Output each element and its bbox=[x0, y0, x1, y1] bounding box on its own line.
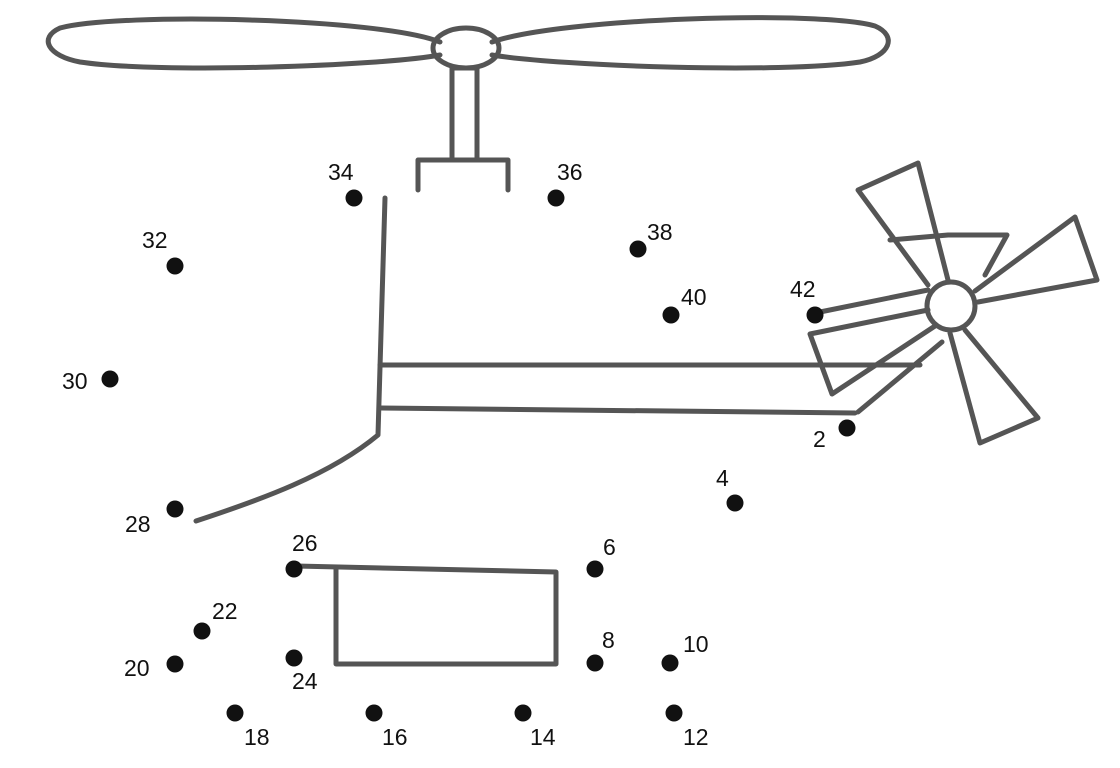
dot-18[interactable] bbox=[226, 704, 244, 722]
dot-label-26: 26 bbox=[292, 530, 318, 556]
dot-label-40: 40 bbox=[681, 284, 707, 310]
dot-label-32: 32 bbox=[142, 227, 168, 253]
dot-30[interactable] bbox=[101, 370, 119, 388]
dot-32[interactable] bbox=[166, 257, 184, 275]
dot-label-6: 6 bbox=[603, 534, 616, 560]
dot-label-28: 28 bbox=[125, 511, 151, 537]
dot-20[interactable] bbox=[166, 655, 184, 673]
dot-label-30: 30 bbox=[62, 368, 88, 394]
rotor-mast-icon bbox=[449, 65, 480, 163]
dot-26[interactable] bbox=[285, 560, 303, 578]
rotor-hub-icon bbox=[430, 25, 502, 71]
main-rotor-blade-right-icon bbox=[489, 15, 891, 71]
dot-label-8: 8 bbox=[602, 627, 615, 653]
dot-8[interactable] bbox=[586, 654, 604, 672]
dot-label-22: 22 bbox=[212, 598, 238, 624]
dot-42[interactable] bbox=[806, 306, 824, 324]
dot-label-16: 16 bbox=[382, 724, 408, 750]
dot-24[interactable] bbox=[285, 649, 303, 667]
dot-34[interactable] bbox=[345, 189, 363, 207]
dot-28[interactable] bbox=[166, 500, 184, 518]
dot-16[interactable] bbox=[365, 704, 383, 722]
dot-label-2: 2 bbox=[813, 426, 826, 452]
dot-6[interactable] bbox=[586, 560, 604, 578]
cabin-front-line bbox=[193, 195, 388, 524]
dot-label-24: 24 bbox=[292, 668, 318, 694]
dot-label-38: 38 bbox=[647, 219, 673, 245]
helicopter-outline-icon bbox=[45, 15, 1100, 667]
dot-label-4: 4 bbox=[716, 465, 729, 491]
mast-mount-icon bbox=[415, 157, 511, 193]
tail-rotor-icon bbox=[807, 160, 1100, 446]
dot-label-18: 18 bbox=[244, 724, 270, 750]
tail-boom-icon bbox=[377, 362, 923, 416]
dot-10[interactable] bbox=[661, 654, 679, 672]
main-rotor-blade-left-icon bbox=[45, 16, 443, 71]
dot-label-36: 36 bbox=[557, 159, 583, 185]
dot-14[interactable] bbox=[514, 704, 532, 722]
dot-2[interactable] bbox=[838, 419, 856, 437]
dot-label-12: 12 bbox=[683, 724, 709, 750]
dot-38[interactable] bbox=[629, 240, 647, 258]
dot-40[interactable] bbox=[662, 306, 680, 324]
landing-skid-icon bbox=[293, 563, 559, 667]
dot-label-20: 20 bbox=[124, 655, 150, 681]
dot-label-14: 14 bbox=[530, 724, 556, 750]
dot-label-42: 42 bbox=[790, 276, 816, 302]
dot-label-34: 34 bbox=[328, 159, 354, 185]
dot-36[interactable] bbox=[547, 189, 565, 207]
dot-4[interactable] bbox=[726, 494, 744, 512]
dot-label-10: 10 bbox=[683, 631, 709, 657]
dot-22[interactable] bbox=[193, 622, 211, 640]
dot-12[interactable] bbox=[665, 704, 683, 722]
